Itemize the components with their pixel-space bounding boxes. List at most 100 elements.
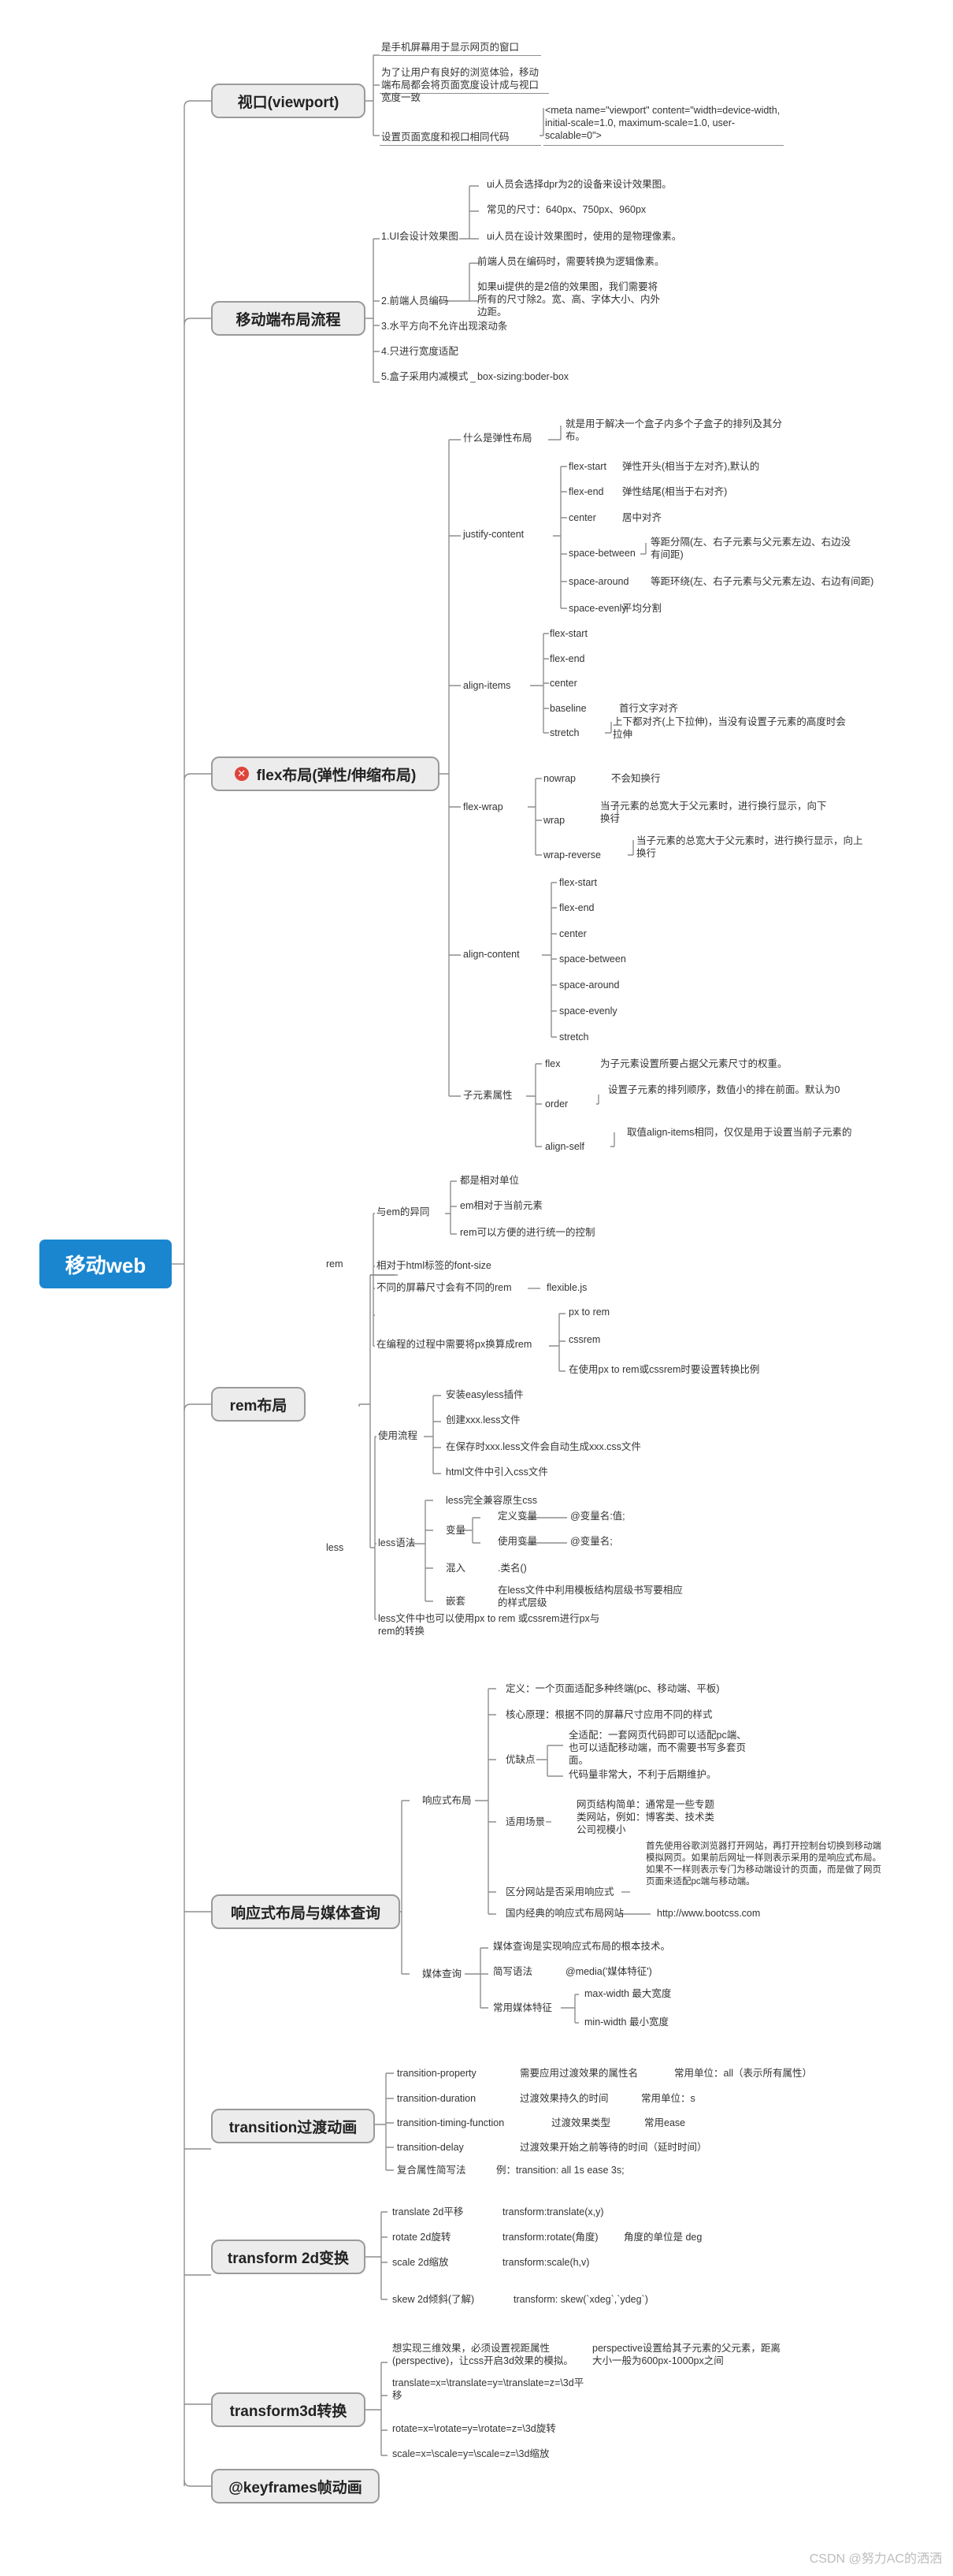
flex-value: space-evenly bbox=[569, 603, 627, 614]
node-text: 简写语法 bbox=[493, 1966, 533, 1977]
node-text: 核心原理：根据不同的屏幕尺寸应用不同的样式 bbox=[506, 1709, 713, 1720]
node-text: 4.只进行宽度适配 bbox=[381, 346, 458, 357]
node-text: box-sizing:boder-box bbox=[477, 371, 569, 382]
flex-value: baseline bbox=[550, 703, 587, 714]
node-text: less bbox=[326, 1542, 344, 1553]
node-code: <meta name="viewport" content="width=dev… bbox=[545, 105, 781, 141]
flex-value: space-around bbox=[559, 979, 620, 991]
node-text: flex-wrap bbox=[463, 801, 503, 812]
node-text: 什么是弹性布局 bbox=[463, 433, 532, 444]
branch-flex[interactable]: ✕flex布局(弹性/伸缩布局) bbox=[211, 756, 439, 791]
node-link[interactable]: http://www.bootcss.com bbox=[657, 1908, 761, 1919]
transition-note: 常用单位：s bbox=[641, 2093, 695, 2104]
flex-desc: 等距分隔(左、右子元素与父元素左边、右边没有间距) bbox=[651, 537, 851, 560]
flex-value: space-evenly bbox=[559, 1005, 617, 1017]
node-text: flexible.js bbox=[547, 1282, 588, 1293]
node-text: @变量名:值; bbox=[570, 1511, 625, 1522]
node-text: px to rem bbox=[569, 1307, 610, 1318]
node-text: max-width 最大宽度 bbox=[584, 1988, 672, 1999]
transition-value: 过渡效果开始之前等待的时间（延时时间） bbox=[520, 2142, 707, 2153]
node-text: 全适配：一套网页代码即可以适配pc端、也可以适配移动端，而不需要书写多套页面。 bbox=[569, 1730, 747, 1766]
node-text: rem可以方便的进行统一的控制 bbox=[460, 1227, 595, 1238]
flex-value: space-between bbox=[569, 548, 636, 559]
flex-value: flex-start bbox=[550, 628, 588, 639]
transform-value: transform: skew(`xdeg`,`ydeg`) bbox=[514, 2294, 648, 2305]
node-text: 定义变量 bbox=[498, 1511, 538, 1522]
flex-value: space-around bbox=[569, 576, 629, 587]
flex-desc: 弹性结尾(相当于右对齐) bbox=[622, 486, 728, 497]
transition-key: transition-duration bbox=[397, 2093, 476, 2104]
branch-transition[interactable]: transition过渡动画 bbox=[211, 2109, 375, 2143]
node-text: 网页结构简单：通常是一些专题类网站，例如：博客类、技术类 公司视模小 bbox=[577, 1799, 715, 1835]
node-text: 5.盒子采用内减模式 bbox=[381, 371, 469, 382]
transition-note: 常用ease bbox=[644, 2117, 686, 2128]
node-text: 子元素属性 bbox=[463, 1090, 513, 1101]
flex-desc: 首行文字对齐 bbox=[619, 703, 679, 714]
node-text: less文件中也可以使用px to rem 或cssrem进行px与rem的转换 bbox=[378, 1613, 600, 1637]
transform-key: skew 2d倾斜(了解) bbox=[392, 2294, 475, 2305]
flex-value: flex-start bbox=[559, 877, 597, 888]
transition-key: transition-timing-function bbox=[397, 2117, 505, 2128]
node-text: perspective设置给其子元素的父元素，距离大小一般为600px-1000… bbox=[592, 2343, 781, 2366]
branch-rem[interactable]: rem布局 bbox=[211, 1387, 306, 1422]
node-text: 1.UI会设计效果图 bbox=[381, 231, 458, 242]
transform-key: rotate 2d旋转 bbox=[392, 2232, 451, 2243]
node-text: 代码量非常大，不利于后期维护。 bbox=[569, 1769, 717, 1780]
branch-transform2d[interactable]: transform 2d变换 bbox=[211, 2240, 365, 2274]
flex-desc: 取值align-items相同，仅仅是用于设置当前子元素的 bbox=[627, 1127, 852, 1138]
node-text: 不同的屏幕尺寸会有不同的rem bbox=[376, 1282, 512, 1293]
flex-desc: 居中对齐 bbox=[622, 512, 662, 523]
transform-value: transform:translate(x,y) bbox=[502, 2206, 604, 2217]
node-text: ui人员在设计效果图时，使用的是物理像素。 bbox=[487, 231, 682, 242]
node-text: 媒体查询 bbox=[422, 1968, 462, 1979]
transition-value: 过渡效果持久的时间 bbox=[520, 2093, 609, 2104]
transition-value: 需要应用过渡效果的属性名 bbox=[520, 2068, 639, 2079]
flex-value: center bbox=[569, 512, 596, 523]
flex-desc: 等距环绕(左、右子元素与父元素左边、右边有间距) bbox=[651, 576, 874, 587]
flex-value: center bbox=[559, 928, 587, 939]
flex-desc: 不会知换行 bbox=[611, 773, 661, 784]
node-text: 常用媒体特征 bbox=[493, 2002, 553, 2013]
node-text: 如果ui提供的是2倍的效果图，我们需要将所有的尺寸除2。宽、高、字体大小、内外边… bbox=[477, 281, 660, 318]
node-text: 为了让用户有良好的浏览体验，移动端布局都会将页面宽度设计成与视口宽度一致 bbox=[381, 67, 540, 103]
transform-key: scale 2d缩放 bbox=[392, 2257, 449, 2268]
node-text: 2.前端人员编码 bbox=[381, 296, 449, 307]
node-text: align-content bbox=[463, 949, 520, 960]
flex-value: flex bbox=[545, 1058, 561, 1069]
flex-value: stretch bbox=[550, 727, 580, 738]
flex-desc: 弹性开头(相当于左对齐),默认的 bbox=[622, 461, 760, 472]
branch-viewport[interactable]: 视口(viewport) bbox=[211, 84, 365, 118]
node-text: @变量名; bbox=[570, 1536, 613, 1547]
node-text: 混入 bbox=[446, 1563, 466, 1574]
flex-value: center bbox=[550, 678, 577, 689]
branch-transform3d[interactable]: transform3d转换 bbox=[211, 2392, 365, 2427]
node-text: 首先使用谷歌浏览器打开网站，再打开控制台切换到移动端模拟网页。如果前后网址一样则… bbox=[646, 1842, 881, 1886]
node-text: 设置页面宽度和视口相同代码 bbox=[381, 132, 510, 143]
node-text: html文件中引入css文件 bbox=[446, 1466, 548, 1478]
branch-responsive[interactable]: 响应式布局与媒体查询 bbox=[211, 1894, 400, 1929]
node-text: 在保存时xxx.less文件会自动生成xxx.css文件 bbox=[446, 1441, 641, 1452]
node-text: 就是用于解决一个盒子内多个子盒子的排列及其分布。 bbox=[565, 418, 783, 442]
watermark: CSDN @努力AC的洒洒 bbox=[809, 2552, 942, 2566]
transform-key: translate 2d平移 bbox=[392, 2206, 464, 2217]
flex-value: space-between bbox=[559, 953, 626, 965]
flex-value: order bbox=[545, 1098, 569, 1110]
node-text: ui人员会选择dpr为2的设备来设计效果图。 bbox=[487, 179, 672, 190]
branch-layout-flow[interactable]: 移动端布局流程 bbox=[211, 301, 365, 336]
node-text: .类名() bbox=[498, 1563, 527, 1574]
root-topic: 移动web bbox=[39, 1240, 172, 1288]
flex-value: wrap bbox=[543, 815, 565, 826]
transition-key: transition-delay bbox=[397, 2142, 464, 2153]
node-text: 与em的异同 bbox=[376, 1206, 430, 1217]
node-text: translate=x=\translate=y=\translate=z=\3… bbox=[392, 2377, 584, 2401]
flex-value: flex-end bbox=[559, 902, 595, 913]
node-text: 安装easyless插件 bbox=[446, 1389, 524, 1400]
transition-key: transition-property bbox=[397, 2068, 476, 2079]
node-text: 是手机屏幕用于显示网页的窗口 bbox=[381, 42, 520, 53]
node-text: less完全兼容原生css bbox=[446, 1495, 537, 1506]
node-text: @media('媒体特征') bbox=[565, 1966, 652, 1977]
node-text: 使用流程 bbox=[378, 1430, 418, 1441]
branch-keyframes[interactable]: @keyframes帧动画 bbox=[211, 2469, 380, 2504]
